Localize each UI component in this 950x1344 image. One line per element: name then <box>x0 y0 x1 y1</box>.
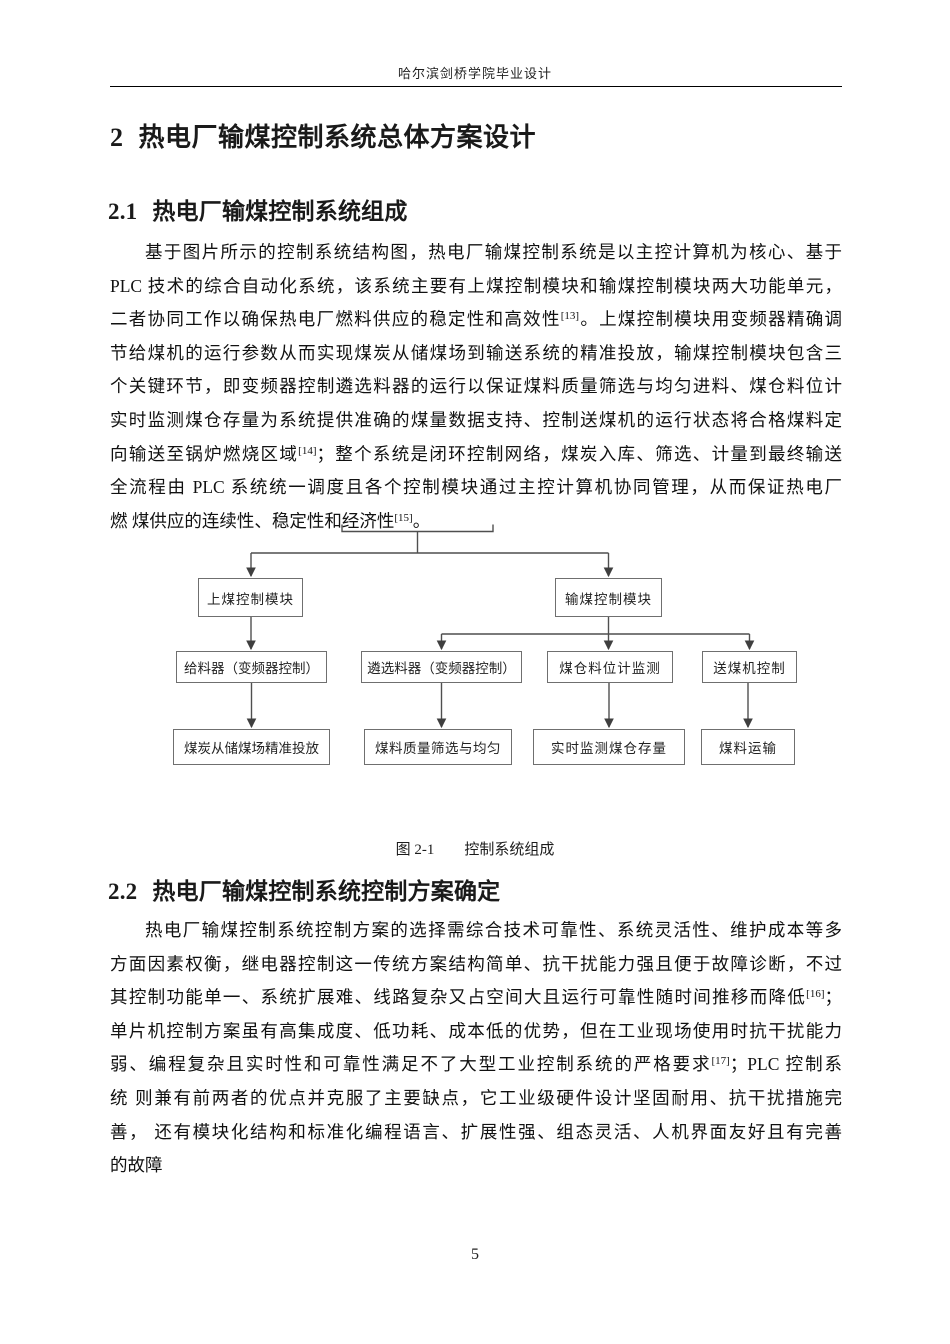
flow-node-realtime-bunker-inventory: 实时监测煤仓存量 <box>533 729 685 765</box>
section-2-1-heading: 2.1 热电厂输煤控制系统组成 <box>108 192 408 226</box>
figure-caption: 图 2-1 控制系统组成 <box>0 838 950 859</box>
flow-node-coal-delivery-machine-control: 送煤机控制 <box>702 651 797 683</box>
figure-caption-title: 控制系统组成 <box>464 842 555 858</box>
chapter-number: 2 <box>110 123 124 152</box>
paragraph-line: 弱、编程复杂且实时性和可靠性满足不了大型工业控制系统的严格要求[17]；PLC … <box>110 1054 842 1075</box>
section-2-1-paragraph: 基于图片所示的控制系统结构图，热电厂输煤控制系统是以主控计算机为核心、基于 PLC… <box>110 236 842 538</box>
section-2-2-paragraph: 热电厂输煤控制系统控制方案的选择需综合技术可靠性、系统灵活性、维护成本等多方面因… <box>110 914 842 1183</box>
flow-node-selector-vfd-control: 遴选料器（变频器控制） <box>361 651 522 683</box>
paragraph-line: 二者协同工作以确保热电厂燃料供应的稳定性和高效性[13]。上煤控制模块用变频器精… <box>110 309 842 330</box>
section-2-1-number: 2.1 <box>108 199 138 224</box>
figure-caption-label: 图 2-1 <box>395 842 435 858</box>
chapter-heading: 2 热电厂输煤控制系统总体方案设计 <box>110 117 536 154</box>
paragraph-line: 全流程由 PLC 系统统一调度且各个控制模块通过主控计算机协同管理，从而保证热电… <box>110 477 842 498</box>
paragraph-line: 节给煤机的运行参数从而实现煤炭从储煤场到输送系统的精准投放，输煤控制模块包含三 <box>110 342 842 363</box>
flow-node-coal-transport: 煤料运输 <box>701 729 795 765</box>
paragraph-line: 热电厂输煤控制系统控制方案的选择需综合技术可靠性、系统灵活性、维护成本等多 <box>145 920 842 940</box>
paragraph-line: PLC 技术的综合自动化系统，该系统主要有上煤控制模块和输煤控制模块两大功能单元… <box>110 275 842 296</box>
flow-node-precise-coal-dispatch: 煤炭从储煤场精准投放 <box>173 729 330 765</box>
paragraph-line: 善， 还有模块化结构和标准化编程语言、扩展性强、组态灵活、人机界面友好且有完善 <box>110 1121 842 1142</box>
section-2-2-heading: 2.2 热电厂输煤控制系统控制方案确定 <box>108 872 500 906</box>
paragraph-line: 个关键环节，即变频器控制遴选料器的运行以保证煤料质量筛选与均匀进料、煤仓料位计 <box>110 376 842 397</box>
header-rule <box>110 86 842 87</box>
paragraph-line: 基于图片所示的控制系统结构图，热电厂输煤控制系统是以主控计算机为核心、基于 <box>145 242 842 262</box>
flow-node-feeder-vfd-control: 给料器（变频器控制） <box>176 651 327 683</box>
paragraph-line: 单片机控制方案虽有高集成度、低功耗、成本低的优势，但在工业现场使用时抗干扰能力 <box>110 1020 842 1041</box>
paragraph-line: 的故障 <box>110 1155 163 1176</box>
paragraph-line: 统 则兼有前两者的优点并克服了主要缺点，它工业级硬件设计坚固耐用、抗干扰措施完 <box>110 1087 842 1108</box>
paragraph-line: 向输送至锅炉燃烧区域[14]；整个系统是闭环控制网络，煤炭入库、筛选、计量到最终… <box>110 443 842 464</box>
section-2-1-title: 热电厂输煤控制系统组成 <box>152 198 408 224</box>
chapter-title: 热电厂输煤控制系统总体方案设计 <box>138 122 537 152</box>
flow-node-coal-conveying-control-module: 输煤控制模块 <box>555 578 662 617</box>
section-2-2-number: 2.2 <box>108 879 138 904</box>
paragraph-line: 其控制功能单一、系统扩展难、线路复杂又占空间大且运行可靠性随时间推移而降低[16… <box>110 987 842 1008</box>
running-header: 哈尔滨剑桥学院毕业设计 <box>397 66 552 81</box>
paragraph-line: 实时监测煤仓存量为系统提供准确的煤量数据支持、控制送煤机的运行状态将合格煤料定 <box>110 409 842 430</box>
flow-node-bunker-level-monitoring: 煤仓料位计监测 <box>547 651 673 683</box>
figure-control-system-composition: 上煤控制模块 输煤控制模块 给料器（变频器控制） 遴选料器（变频器控制） 煤仓料… <box>0 520 950 810</box>
page-number: 5 <box>471 1246 479 1263</box>
section-2-2-title: 热电厂输煤控制系统控制方案确定 <box>152 878 501 904</box>
flow-node-quality-screening-uniformity: 煤料质量筛选与均匀 <box>364 729 512 765</box>
flow-node-coal-loading-control-module: 上煤控制模块 <box>198 578 303 617</box>
paragraph-line: 方面因素权衡，继电器控制这一传统方案结构简单、抗干扰能力强且便于故障诊断，不过 <box>110 953 842 974</box>
